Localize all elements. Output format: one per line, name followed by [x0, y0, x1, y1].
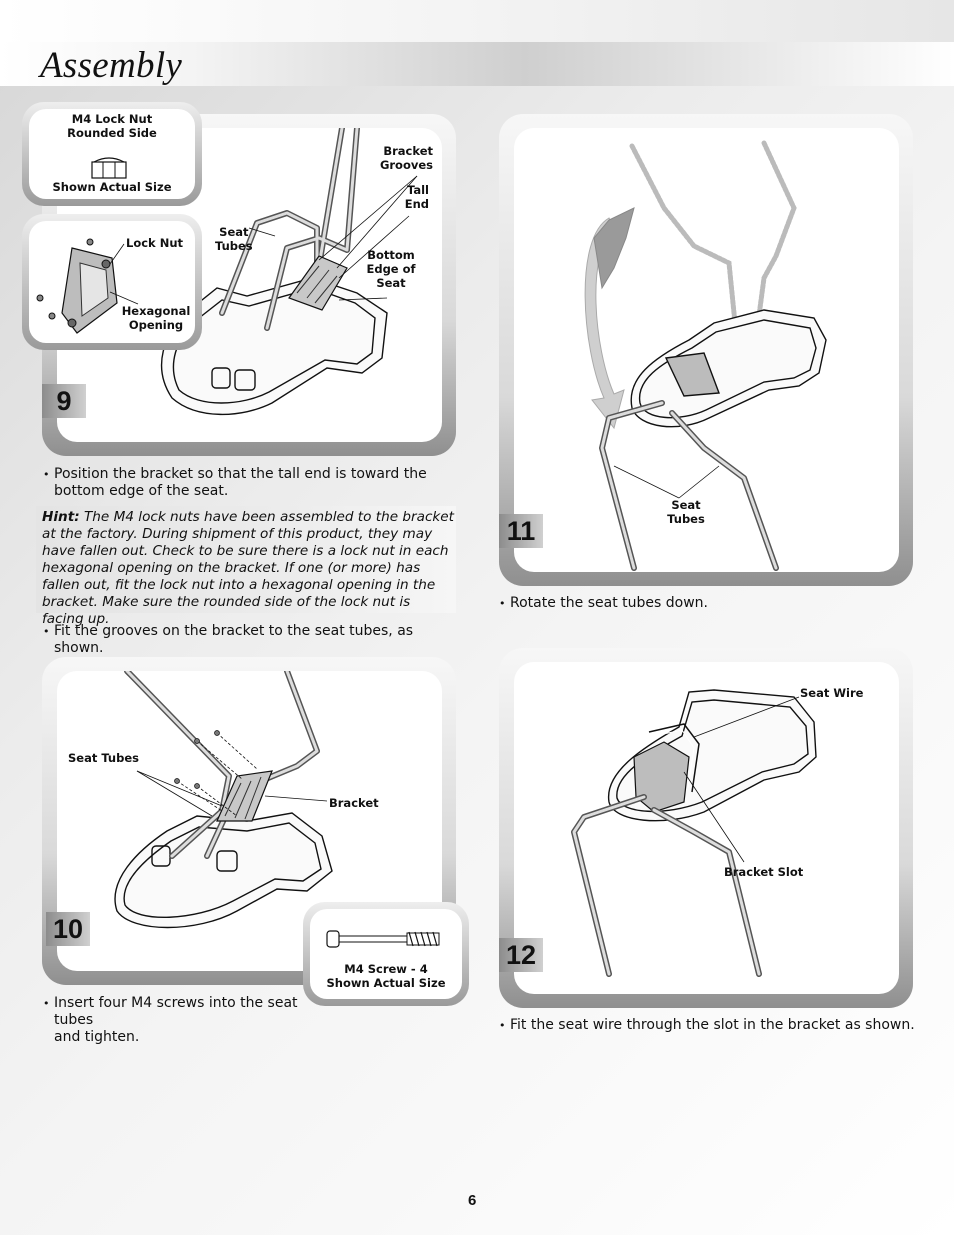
screw-icon — [325, 928, 445, 950]
label-hex-l1: Hexagonal — [120, 304, 192, 318]
label-bracket-grooves: Bracket Grooves — [375, 144, 433, 172]
callout-lock-nut-caption: Shown Actual Size — [22, 180, 202, 194]
label-seat-tubes: Seat Tubes — [215, 225, 253, 253]
bullet-dot: • — [499, 1017, 506, 1034]
label-seat-tubes-l2: Tubes — [215, 239, 253, 253]
bullet-dot: • — [43, 995, 50, 1012]
label-seat-tubes: Seat Tubes — [660, 498, 712, 526]
label-tall-end-l1: Tall — [387, 183, 429, 197]
step-9-number: 9 — [42, 384, 86, 418]
step-9-bullet-1-l1: Position the bracket so that the tall en… — [54, 466, 449, 483]
label-bracket-slot: Bracket Slot — [724, 865, 803, 879]
hint-label: Hint: — [42, 509, 80, 525]
step-11-bullet-text: Rotate the seat tubes down. — [510, 595, 900, 612]
callout-lock-nut-l1: M4 Lock Nut — [22, 112, 202, 126]
callout-bracket-closeup: Lock Nut Hexagonal Opening — [22, 214, 202, 350]
step-12-bullet: • Fit the seat wire through the slot in … — [510, 1017, 930, 1034]
callout-lock-nut-l2: Rounded Side — [22, 126, 202, 140]
step-11-illustration-area: Seat Tubes — [514, 128, 899, 572]
step-10-bullet-l1: Insert four M4 screws into the seat tube… — [54, 995, 324, 1029]
step-10-bullet-l2: and tighten. — [54, 1029, 324, 1046]
label-hexagonal-opening: Hexagonal Opening — [120, 304, 192, 332]
bullet-dot: • — [43, 466, 50, 483]
callout-screw-l1: M4 Screw - 4 — [303, 962, 469, 976]
callout-screw-label: M4 Screw - 4 Shown Actual Size — [303, 962, 469, 990]
step-12-number: 12 — [499, 938, 543, 972]
label-seat-wire: Seat Wire — [800, 686, 863, 700]
label-tall-end-l2: End — [387, 197, 429, 211]
label-bottom-edge-l1: Bottom — [363, 248, 419, 262]
top-band — [0, 0, 954, 42]
label-seat-tubes-l2: Tubes — [660, 512, 712, 526]
label-seat-tubes-l1: Seat — [215, 225, 253, 239]
label-bottom-edge-l2: Edge of — [363, 262, 419, 276]
step-12-panel: Seat Wire Bracket Slot 12 — [499, 648, 913, 1008]
label-bracket-grooves-l1: Bracket — [375, 144, 433, 158]
callout-m4-screw: M4 Screw - 4 Shown Actual Size — [303, 902, 469, 1006]
hint-text: The M4 lock nuts have been assembled to … — [42, 509, 454, 627]
step-11-panel: Seat Tubes 11 — [499, 114, 913, 586]
bullet-dot: • — [499, 595, 506, 612]
page-number: 6 — [468, 1192, 476, 1209]
label-bottom-edge: Bottom Edge of Seat — [363, 248, 419, 290]
label-seat-tubes-l1: Seat — [660, 498, 712, 512]
hint-box: Hint: The M4 lock nuts have been assembl… — [36, 506, 456, 613]
page-title: Assembly — [40, 44, 182, 87]
rotate-arrow-icon — [585, 208, 634, 428]
label-lock-nut: Lock Nut — [126, 236, 183, 250]
label-bracket: Bracket — [329, 796, 379, 810]
lock-nut-icon — [89, 154, 129, 180]
callout-lock-nut-size: M4 Lock Nut Rounded Side Shown Actual Si… — [22, 102, 202, 206]
step-9-bullet-2: • Fit the grooves on the bracket to the … — [54, 623, 454, 657]
step-9-bullet-1: • Position the bracket so that the tall … — [54, 466, 449, 500]
step-10-bullet: • Insert four M4 screws into the seat tu… — [54, 995, 324, 1046]
step-10-number: 10 — [46, 912, 90, 946]
callout-screw-l2: Shown Actual Size — [303, 976, 469, 990]
label-tall-end: Tall End — [387, 183, 429, 211]
step-12-bullet-text: Fit the seat wire through the slot in th… — [510, 1017, 930, 1034]
step-11-number: 11 — [499, 514, 543, 548]
label-bottom-edge-l3: Seat — [363, 276, 419, 290]
step-12-illustration-area: Seat Wire Bracket Slot — [514, 662, 899, 994]
callout-lock-nut-title: M4 Lock Nut Rounded Side — [22, 112, 202, 140]
label-hex-l2: Opening — [120, 318, 192, 332]
hint-paragraph: Hint: The M4 lock nuts have been assembl… — [42, 509, 456, 628]
bullet-dot: • — [43, 623, 50, 640]
seat-illustration — [514, 662, 899, 994]
step-9-bullet-2-text: Fit the grooves on the bracket to the se… — [54, 623, 454, 657]
step-11-bullet: • Rotate the seat tubes down. — [510, 595, 900, 612]
label-seat-tubes: Seat Tubes — [68, 751, 139, 765]
label-bracket-grooves-l2: Grooves — [375, 158, 433, 172]
step-9-bullet-1-l2: bottom edge of the seat. — [54, 483, 449, 500]
